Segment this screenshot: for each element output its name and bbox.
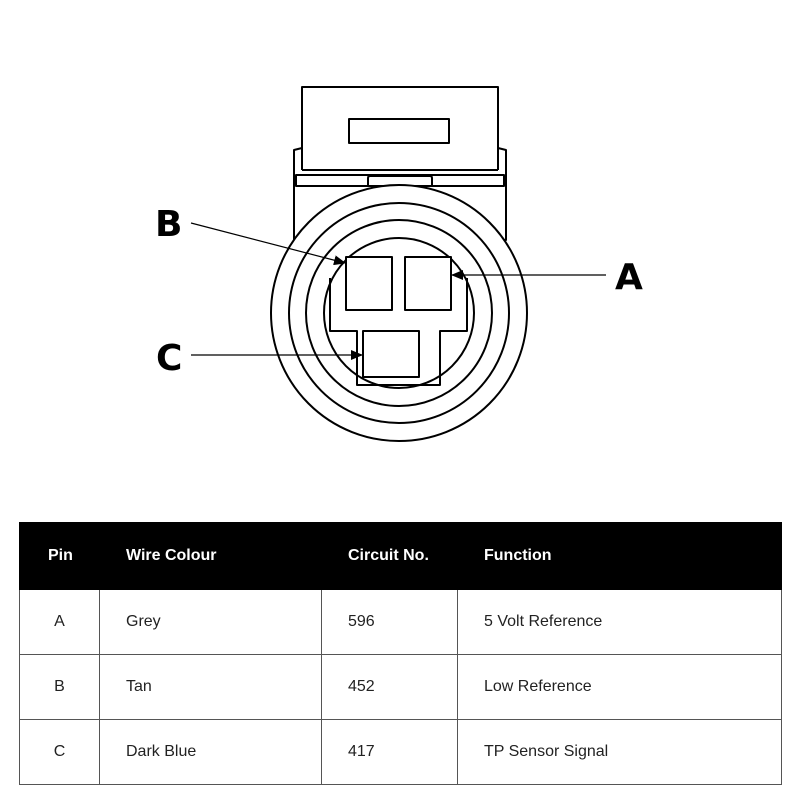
function-cell: Low Reference bbox=[457, 654, 782, 720]
wire-colour-cell: Dark Blue bbox=[99, 719, 322, 785]
header-row: Pin Wire Colour Circuit No. Function bbox=[19, 522, 782, 590]
callout-label-c: C bbox=[156, 338, 182, 379]
header-pin: Pin bbox=[19, 522, 100, 590]
callout-label-b: B bbox=[155, 204, 182, 245]
pin-cell: C bbox=[19, 719, 100, 785]
table-row: B Tan 452 Low Reference bbox=[19, 654, 782, 720]
pin-cell: B bbox=[19, 654, 100, 720]
table-row: C Dark Blue 417 TP Sensor Signal bbox=[19, 719, 782, 785]
header-circuit-no: Circuit No. bbox=[321, 522, 458, 590]
pinout-table-header: Pin Wire Colour Circuit No. Function bbox=[19, 522, 782, 590]
circuit-no-cell: 417 bbox=[321, 719, 458, 785]
terminal-b bbox=[345, 256, 393, 311]
terminal-c bbox=[362, 330, 420, 378]
callout-label-a: A bbox=[615, 257, 643, 298]
circuit-no-cell: 452 bbox=[321, 654, 458, 720]
terminal-a bbox=[404, 256, 452, 311]
housing-shoulder bbox=[295, 174, 505, 187]
connector-seal-ring bbox=[288, 202, 510, 424]
terminal-cavity-outline bbox=[329, 278, 468, 386]
circuit-no-cell: 596 bbox=[321, 589, 458, 655]
function-cell: 5 Volt Reference bbox=[457, 589, 782, 655]
header-function: Function bbox=[457, 522, 782, 590]
leader-arrow-b bbox=[190, 222, 346, 266]
pin-cell: A bbox=[19, 589, 100, 655]
wire-colour-cell: Grey bbox=[99, 589, 322, 655]
function-cell: TP Sensor Signal bbox=[457, 719, 782, 785]
locking-tab bbox=[367, 175, 433, 186]
connector-diagram: B A C bbox=[155, 86, 643, 442]
wire-colour-cell: Tan bbox=[99, 654, 322, 720]
header-wire-colour: Wire Colour bbox=[99, 522, 322, 590]
release-tab-window bbox=[348, 118, 450, 144]
connector-seal-ring-inner bbox=[305, 219, 493, 407]
connector-outer-ring bbox=[270, 184, 528, 442]
pinout-table: Pin Wire Colour Circuit No. Function A G… bbox=[19, 522, 782, 785]
connector-face-ring bbox=[323, 237, 475, 389]
table-row: A Grey 596 5 Volt Reference bbox=[19, 589, 782, 655]
